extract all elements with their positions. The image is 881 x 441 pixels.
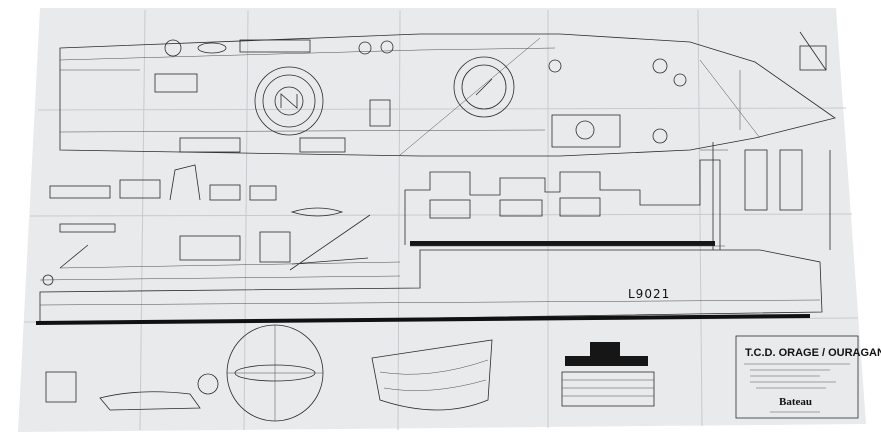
section-drawings — [45, 324, 655, 422]
publisher-brand: Bateau — [779, 396, 812, 408]
deck-plan-view — [59, 31, 836, 157]
title-block: T.C.D. ORAGE / OURAGAN Bateau — [735, 335, 881, 419]
fold-lines — [23, 9, 859, 431]
detail-parts — [49, 164, 371, 271]
hull-number: L9021 — [628, 287, 670, 301]
drawing-title: T.C.D. ORAGE / OURAGAN — [745, 347, 881, 359]
paper-sheet — [18, 8, 866, 432]
ship-profile: L9021 — [35, 142, 831, 325]
